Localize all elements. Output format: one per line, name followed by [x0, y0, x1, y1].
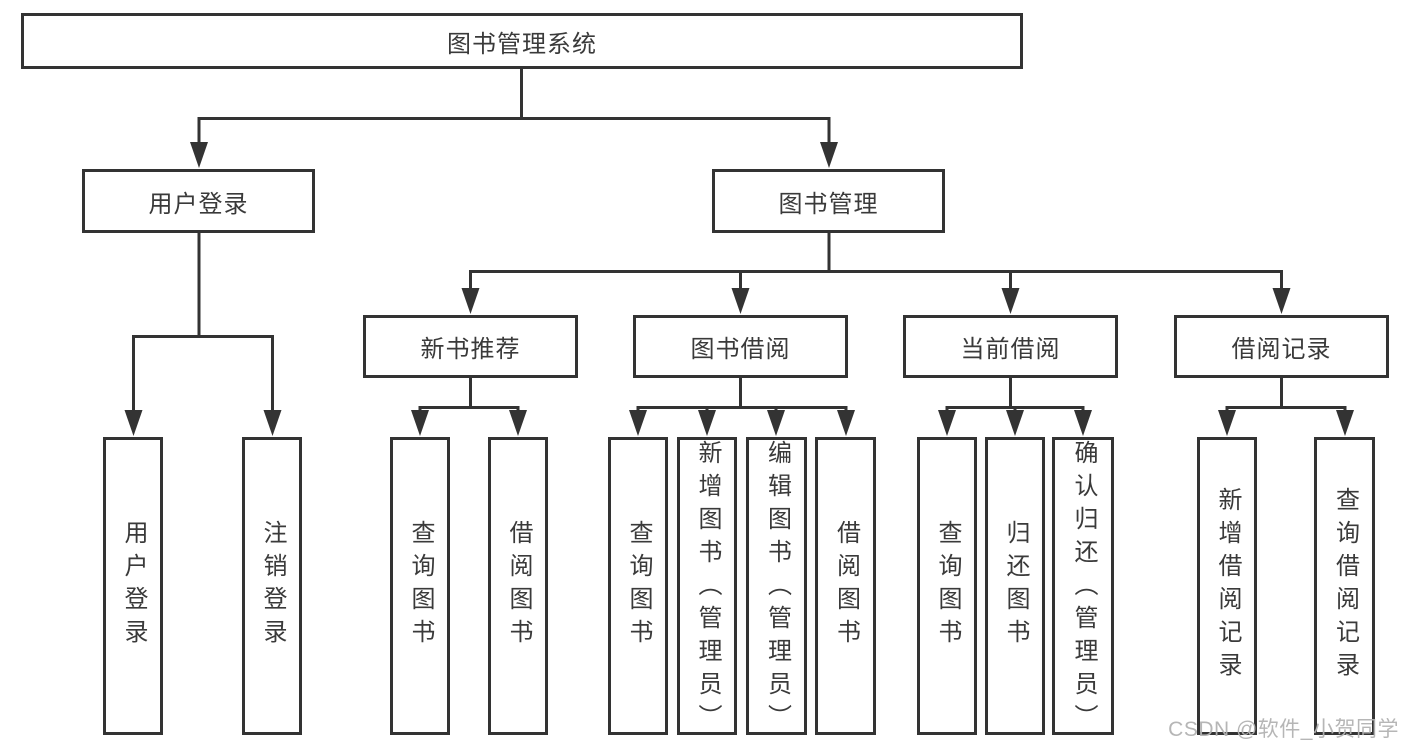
- leaf-query-book-recommend-label: 查询图书: [407, 520, 434, 652]
- leaf-query-book-borrow-label: 查询图书: [625, 520, 652, 652]
- connector-arrowhead: [124, 142, 1354, 436]
- leaf-add-book-admin-label: 新增图书（管理员）: [694, 440, 721, 737]
- node-book-borrow: 图书借阅: [633, 315, 848, 378]
- node-new-book-recommend-label: 新书推荐: [420, 336, 521, 363]
- leaf-query-book-current: 查询图书: [917, 437, 977, 735]
- node-current-borrow-label: 当前借阅: [960, 336, 1061, 363]
- leaf-query-borrow-record: 查询借阅记录: [1314, 437, 1375, 735]
- node-current-borrow: 当前借阅: [903, 315, 1118, 378]
- leaf-query-book-borrow: 查询图书: [608, 437, 668, 735]
- leaf-user-login-label: 用户登录: [120, 520, 147, 652]
- node-borrow-record-label: 借阅记录: [1231, 336, 1332, 363]
- leaf-add-borrow-record-label: 新增借阅记录: [1214, 487, 1241, 685]
- leaf-logout-label: 注销登录: [259, 520, 286, 652]
- node-book-management: 图书管理: [712, 169, 945, 233]
- leaf-borrow-book-recommend-label: 借阅图书: [505, 520, 532, 652]
- leaf-edit-book-admin-label: 编辑图书（管理员）: [763, 440, 791, 737]
- leaf-return-book: 归还图书: [985, 437, 1045, 735]
- node-user-login: 用户登录: [82, 169, 315, 233]
- leaf-confirm-return-admin: 确认归还（管理员）: [1052, 437, 1114, 737]
- leaf-add-book-admin: 新增图书（管理员）: [677, 437, 737, 737]
- csdn-watermark: CSDN @软件_小贺同学: [1168, 718, 1399, 741]
- leaf-borrow-book-recommend: 借阅图书: [488, 437, 548, 735]
- node-user-login-label: 用户登录: [148, 190, 249, 218]
- leaf-query-borrow-record-label: 查询借阅记录: [1331, 487, 1359, 685]
- leaf-confirm-return-admin-label: 确认归还（管理员）: [1070, 440, 1097, 737]
- leaf-borrow-book: 借阅图书: [815, 437, 876, 735]
- node-new-book-recommend: 新书推荐: [363, 315, 578, 378]
- node-book-management-label: 图书管理: [778, 190, 879, 218]
- leaf-return-book-label: 归还图书: [1002, 520, 1029, 652]
- leaf-user-login: 用户登录: [103, 437, 163, 735]
- leaf-add-borrow-record: 新增借阅记录: [1197, 437, 1257, 735]
- leaf-logout: 注销登录: [242, 437, 302, 735]
- leaf-query-book-recommend: 查询图书: [390, 437, 450, 735]
- leaf-edit-book-admin: 编辑图书（管理员）: [746, 437, 807, 737]
- node-root: 图书管理系统: [21, 13, 1023, 69]
- node-book-borrow-label: 图书借阅: [690, 336, 791, 363]
- connector-path: [132, 69, 1347, 411]
- node-root-label: 图书管理系统: [447, 30, 597, 58]
- node-borrow-record: 借阅记录: [1174, 315, 1389, 378]
- leaf-borrow-book-label: 借阅图书: [832, 520, 860, 652]
- leaf-query-book-current-label: 查询图书: [934, 520, 961, 652]
